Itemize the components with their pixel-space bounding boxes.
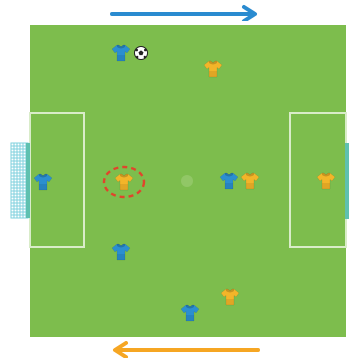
attack-direction-arrow-yellow <box>115 343 258 357</box>
left-goal-net-icon <box>11 143 30 218</box>
center-spot <box>181 175 193 187</box>
soccer-ball-icon <box>135 47 148 60</box>
right-goal-icon <box>345 143 349 219</box>
attack-direction-arrow-blue <box>112 7 255 21</box>
